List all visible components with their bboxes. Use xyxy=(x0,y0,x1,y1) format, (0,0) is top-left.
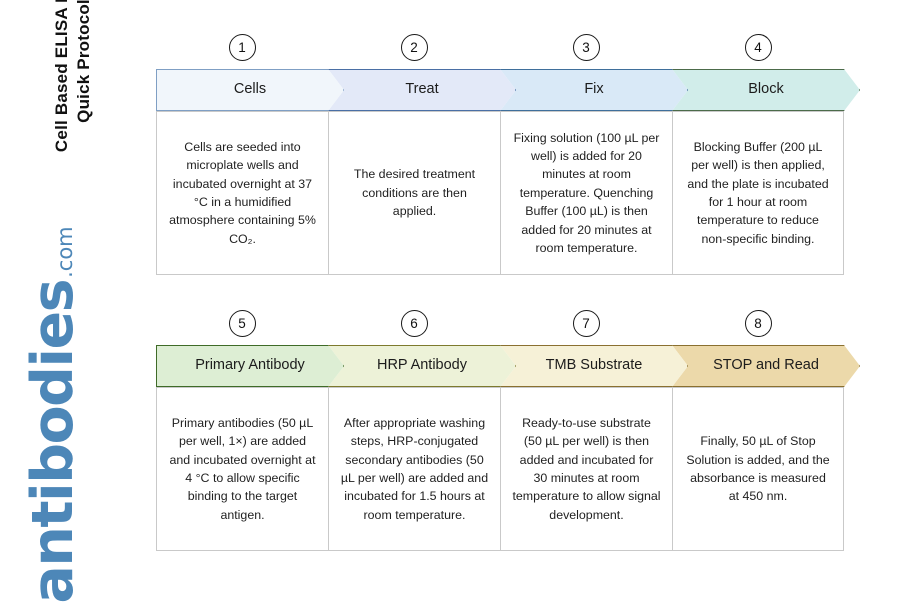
step-number-label: 4 xyxy=(754,40,762,55)
description-box-5: Primary antibodies (50 µL per well, 1×) … xyxy=(156,387,328,551)
step-number-3: 3 xyxy=(572,34,600,61)
description-box-3: Fixing solution (100 µL per well) is add… xyxy=(500,111,672,275)
description-text: Blocking Buffer (200 µL per well) is the… xyxy=(687,139,829,246)
description-box-8: Finally, 50 µL of Stop Solution is added… xyxy=(672,387,844,551)
brand-logo-suffix: .com xyxy=(53,226,77,278)
chevron-step-6[interactable]: HRP Antibody xyxy=(328,345,516,387)
step-number-label: 1 xyxy=(238,40,246,55)
flow-row-2: 5 6 7 8 Primary Antibody HRP Antibody TMB Sub… xyxy=(156,310,844,551)
description-text: Cells are seeded into microplate wells a… xyxy=(169,139,316,246)
chevron-label: Primary Antibody xyxy=(195,357,305,374)
step-number-4: 4 xyxy=(744,34,772,61)
step-number-1: 1 xyxy=(228,34,256,61)
brand-logo-name: antibodies xyxy=(20,279,86,604)
step-number-7: 7 xyxy=(572,310,600,337)
step-number-label: 2 xyxy=(410,40,418,55)
chevron-band-1: Cells Treat Fix Block xyxy=(156,69,844,111)
step-number-strip-2: 5 6 7 8 xyxy=(156,310,844,340)
step-number-8: 8 xyxy=(744,310,772,337)
step-number-label: 3 xyxy=(582,40,590,55)
chevron-step-1[interactable]: Cells xyxy=(156,69,344,111)
description-box-2: The desired treatment conditions are the… xyxy=(328,111,500,275)
step-number-2: 2 xyxy=(400,34,428,61)
step-number-label: 6 xyxy=(410,316,418,331)
chevron-label: Cells xyxy=(233,81,267,98)
page-title-text: Cell Based ELISA Kits Quick Protocol xyxy=(52,0,93,153)
step-number-label: 5 xyxy=(238,316,246,331)
chevron-label: STOP and Read xyxy=(713,357,819,374)
description-text: The desired treatment conditions are the… xyxy=(353,167,476,219)
chevron-step-2[interactable]: Treat xyxy=(328,69,516,111)
flow-row-1: 1 2 3 4 Cells Treat Fix Block Cells are seeded… xyxy=(156,34,844,275)
description-text: Ready-to-use substrate (50 µL per well) … xyxy=(512,415,661,522)
step-number-strip-1: 1 2 3 4 xyxy=(156,34,844,64)
description-text: Primary antibodies (50 µL per well, 1×) … xyxy=(169,415,316,522)
step-number-5: 5 xyxy=(228,310,256,337)
brand-logo: antibodies.com xyxy=(20,226,111,603)
chevron-band-2: Primary Antibody HRP Antibody TMB Substrat… xyxy=(156,345,844,387)
description-box-4: Blocking Buffer (200 µL per well) is the… xyxy=(672,111,844,275)
step-number-label: 7 xyxy=(582,316,590,331)
chevron-step-3[interactable]: Fix xyxy=(500,69,688,111)
description-box-6: After appropriate washing steps, HRP-con… xyxy=(328,387,500,551)
description-text: Finally, 50 µL of Stop Solution is added… xyxy=(686,434,830,504)
page-title: Cell Based ELISA Kits Quick Protocol xyxy=(42,0,104,196)
chevron-label: TMB Substrate xyxy=(545,357,643,374)
chevron-step-4[interactable]: Block xyxy=(672,69,860,111)
description-box-1: Cells are seeded into microplate wells a… xyxy=(156,111,328,275)
chevron-step-7[interactable]: TMB Substrate xyxy=(500,345,688,387)
description-box-7: Ready-to-use substrate (50 µL per well) … xyxy=(500,387,672,551)
step-number-6: 6 xyxy=(400,310,428,337)
description-row-1: Cells are seeded into microplate wells a… xyxy=(156,111,844,275)
chevron-step-5[interactable]: Primary Antibody xyxy=(156,345,344,387)
chevron-label: HRP Antibody xyxy=(376,357,467,374)
step-number-label: 8 xyxy=(754,316,762,331)
chevron-label: Block xyxy=(748,81,784,98)
description-text: After appropriate washing steps, HRP-con… xyxy=(340,415,489,522)
description-row-2: Primary antibodies (50 µL per well, 1×) … xyxy=(156,387,844,551)
chevron-label: Fix xyxy=(584,81,604,98)
chevron-step-8[interactable]: STOP and Read xyxy=(672,345,860,387)
chevron-label: Treat xyxy=(405,81,439,98)
description-text: Fixing solution (100 µL per well) is add… xyxy=(513,130,660,255)
